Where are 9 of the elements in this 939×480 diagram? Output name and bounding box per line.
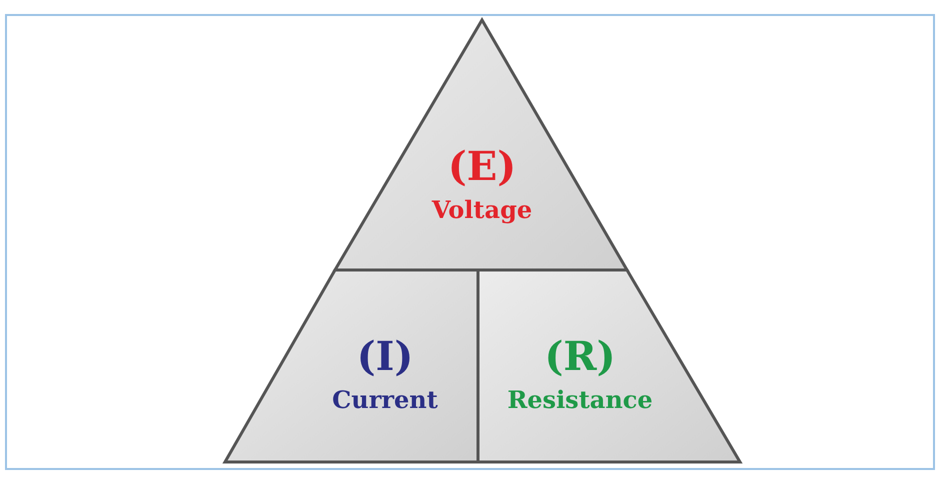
- quantity-label: Voltage: [432, 197, 532, 224]
- symbol-label: (R): [544, 335, 616, 379]
- quantity-label: Current: [332, 387, 438, 414]
- symbol-label: (E): [448, 145, 516, 189]
- triangle-section: [335, 20, 627, 270]
- triangle-section: [225, 270, 478, 462]
- triangle-section: [478, 270, 740, 462]
- quantity-label: Resistance: [507, 387, 653, 414]
- symbol-label: (I): [356, 335, 414, 379]
